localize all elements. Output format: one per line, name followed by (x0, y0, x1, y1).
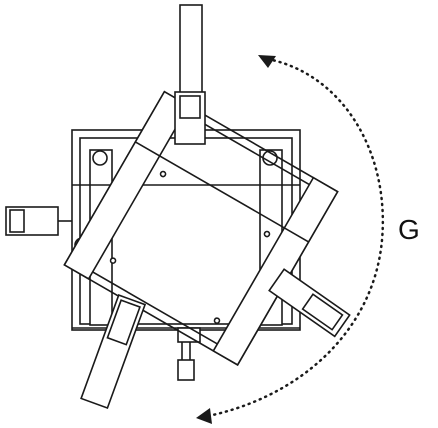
right-handle (268, 268, 351, 338)
top-handle (174, 4, 206, 145)
rotation-arrowhead-bottom (196, 408, 212, 424)
rotation-arrowhead-top (258, 55, 276, 68)
lower-left-handle (80, 294, 147, 410)
callout-label-g: G (398, 214, 420, 245)
rotation-arrow-icon (196, 56, 385, 420)
